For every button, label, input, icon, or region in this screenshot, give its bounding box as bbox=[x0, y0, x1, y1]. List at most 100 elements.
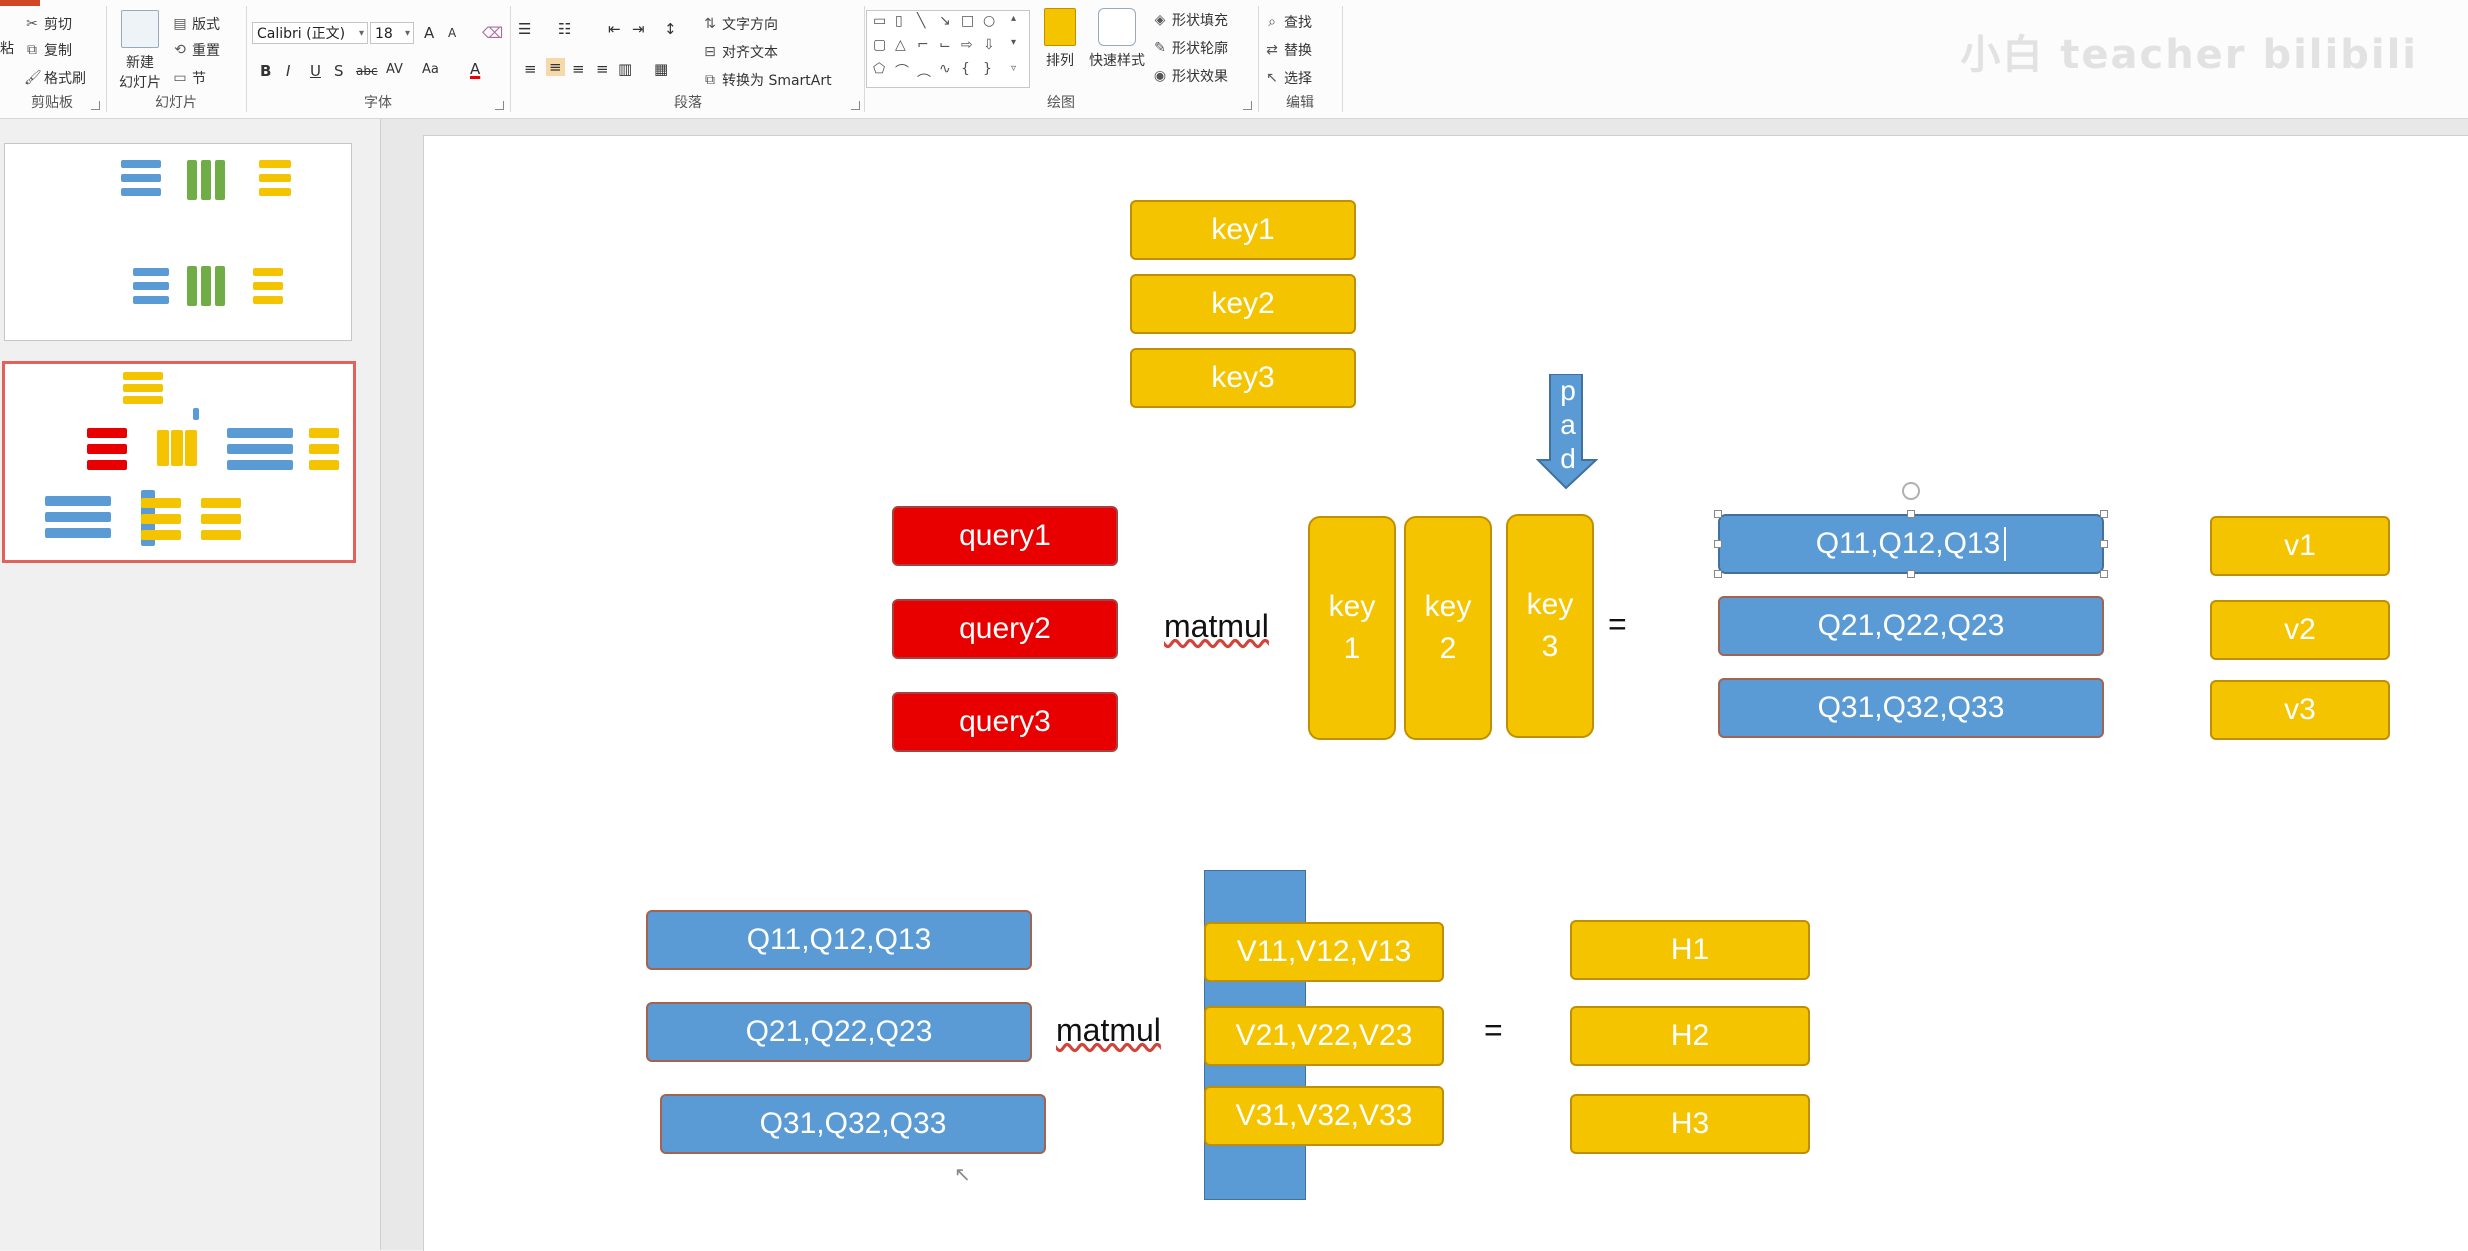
columns-icon[interactable]: ▦ bbox=[654, 60, 669, 78]
section-button[interactable]: ▭ 节 bbox=[172, 68, 206, 88]
resize-handle[interactable] bbox=[1714, 510, 1722, 518]
replace-button[interactable]: ⇄ 替换 bbox=[1264, 40, 1312, 60]
key-box[interactable]: key3 bbox=[1130, 348, 1356, 408]
resize-handle[interactable] bbox=[1907, 510, 1915, 518]
key-column[interactable]: key 1 bbox=[1308, 516, 1396, 740]
right-arrow-shape-icon[interactable]: ⇨ bbox=[961, 37, 973, 53]
curve-shape-icon[interactable]: ⌒ bbox=[895, 64, 909, 80]
font-launcher-icon[interactable] bbox=[495, 101, 504, 110]
right-brace-shape-icon[interactable]: } bbox=[983, 61, 992, 77]
query-box[interactable]: query2 bbox=[892, 599, 1118, 659]
rounded-rect-shape-icon[interactable]: ▢ bbox=[873, 37, 887, 53]
key-column[interactable]: key 3 bbox=[1506, 514, 1594, 738]
value-box[interactable]: v3 bbox=[2210, 680, 2390, 740]
increase-indent-icon[interactable]: ⇥ bbox=[632, 20, 645, 38]
quick-styles-button[interactable]: 快速样式 bbox=[1086, 8, 1148, 70]
textbox-shape-icon[interactable]: ▭ bbox=[873, 13, 887, 29]
shape-fill-button[interactable]: ◈ 形状填充 bbox=[1152, 10, 1228, 30]
underline-button[interactable]: U bbox=[310, 62, 321, 80]
bullets-icon[interactable]: ☰ bbox=[518, 20, 532, 38]
v-row-box[interactable]: V11,V12,V13 bbox=[1204, 922, 1444, 982]
wave-shape-icon[interactable]: ∿ bbox=[939, 61, 951, 77]
bold-button[interactable]: B bbox=[260, 62, 272, 80]
layout-button[interactable]: ▤ 版式 bbox=[172, 14, 220, 34]
smartart-button[interactable]: ⧉ 转换为 SmartArt bbox=[702, 70, 832, 90]
q-result-box[interactable]: Q21,Q22,Q23 bbox=[1718, 596, 2104, 656]
shape-effects-button[interactable]: ◉ 形状效果 bbox=[1152, 66, 1228, 86]
v-row-box[interactable]: V21,V22,V23 bbox=[1204, 1006, 1444, 1066]
line-spacing-icon[interactable]: ↕ bbox=[664, 20, 677, 38]
slide-thumbnail-1[interactable] bbox=[4, 143, 352, 341]
rotate-handle-icon[interactable] bbox=[1902, 482, 1920, 500]
vtextbox-shape-icon[interactable]: ▯ bbox=[895, 13, 903, 29]
elbow-shape-icon[interactable]: ⌐ bbox=[917, 37, 929, 53]
rect-shape-icon[interactable]: □ bbox=[961, 13, 975, 29]
align-left-icon[interactable]: ≡ bbox=[524, 60, 537, 78]
q-bottom-box[interactable]: Q11,Q12,Q13 bbox=[646, 910, 1032, 970]
char-spacing-button[interactable]: AV bbox=[386, 62, 403, 77]
clear-format-icon[interactable]: ⌫ bbox=[482, 24, 504, 42]
v-row-box[interactable]: V31,V32,V33 bbox=[1204, 1086, 1444, 1146]
gallery-more-icon[interactable]: ▿ bbox=[1011, 63, 1017, 74]
head-box[interactable]: H1 bbox=[1570, 920, 1810, 980]
shapes-gallery[interactable]: ▭ ▯ ╲ ↘ □ ○ ▢ △ ⌐ ⌙ ⇨ ⇩ ⬠ ⌒ ︵ ∿ { } ▴ ▾ … bbox=[866, 10, 1030, 88]
value-box[interactable]: v2 bbox=[2210, 600, 2390, 660]
find-button[interactable]: ⌕ 查找 bbox=[1264, 12, 1312, 32]
reset-button[interactable]: ⟲ 重置 bbox=[172, 40, 220, 60]
query-box[interactable]: query3 bbox=[892, 692, 1118, 752]
format-painter-button[interactable]: 🖌 格式刷 bbox=[24, 68, 86, 88]
matmul-label[interactable]: matmul bbox=[1056, 1012, 1161, 1048]
pentagon-shape-icon[interactable]: ⬠ bbox=[873, 61, 886, 77]
head-box[interactable]: H3 bbox=[1570, 1094, 1810, 1154]
q-bottom-box[interactable]: Q21,Q22,Q23 bbox=[646, 1002, 1032, 1062]
oval-shape-icon[interactable]: ○ bbox=[983, 13, 996, 29]
q-result-box[interactable]: Q31,Q32,Q33 bbox=[1718, 678, 2104, 738]
matmul-label[interactable]: matmul bbox=[1164, 608, 1269, 644]
arc-shape-icon[interactable]: ︵ bbox=[917, 64, 931, 80]
resize-handle[interactable] bbox=[2100, 570, 2108, 578]
copy-button[interactable]: ⧉ 复制 bbox=[24, 40, 72, 60]
resize-handle[interactable] bbox=[2100, 510, 2108, 518]
down-arrow-shape-icon[interactable]: ⇩ bbox=[983, 37, 995, 53]
current-slide[interactable]: key1 key2 key3 p a d query1 query2 query… bbox=[423, 135, 2468, 1251]
grow-font-button[interactable]: A bbox=[424, 24, 435, 42]
align-right-icon[interactable]: ≡ bbox=[572, 60, 585, 78]
value-box[interactable]: v1 bbox=[2210, 516, 2390, 576]
query-box[interactable]: query1 bbox=[892, 506, 1118, 566]
resize-handle[interactable] bbox=[2100, 540, 2108, 548]
justify-icon[interactable]: ≡ bbox=[596, 60, 609, 78]
head-box[interactable]: H2 bbox=[1570, 1006, 1810, 1066]
paragraph-launcher-icon[interactable] bbox=[851, 101, 860, 110]
font-name-select[interactable]: Calibri (正文)▾ bbox=[252, 22, 368, 44]
text-direction-button[interactable]: ⇅ 文字方向 bbox=[702, 14, 778, 34]
q-result-box-selected[interactable]: Q11,Q12,Q13 bbox=[1718, 514, 2104, 574]
shrink-font-button[interactable]: A bbox=[448, 26, 457, 40]
gallery-down-icon[interactable]: ▾ bbox=[1011, 37, 1017, 48]
numbering-icon[interactable]: ☷ bbox=[558, 20, 572, 38]
key-box[interactable]: key1 bbox=[1130, 200, 1356, 260]
gallery-up-icon[interactable]: ▴ bbox=[1011, 13, 1017, 24]
decrease-indent-icon[interactable]: ⇤ bbox=[608, 20, 621, 38]
left-brace-shape-icon[interactable]: { bbox=[961, 61, 970, 77]
q-bottom-box[interactable]: Q31,Q32,Q33 bbox=[660, 1094, 1046, 1154]
clipboard-launcher-icon[interactable] bbox=[91, 101, 100, 110]
paste-button[interactable]: 粘 bbox=[0, 38, 14, 58]
font-color-button[interactable]: A bbox=[470, 60, 481, 78]
align-center-icon[interactable]: ≡ bbox=[546, 58, 565, 76]
connector-shape-icon[interactable]: ⌙ bbox=[939, 37, 951, 53]
resize-handle[interactable] bbox=[1714, 540, 1722, 548]
change-case-button[interactable]: Aa bbox=[422, 62, 439, 77]
strikethrough-button[interactable]: abc bbox=[356, 64, 378, 78]
shape-outline-button[interactable]: ✎ 形状轮廓 bbox=[1152, 38, 1228, 58]
arrange-button[interactable]: 排列 bbox=[1036, 8, 1084, 70]
italic-button[interactable]: I bbox=[286, 62, 291, 80]
distributed-icon[interactable]: ▥ bbox=[618, 60, 633, 78]
slide-thumbnail-panel[interactable] bbox=[0, 119, 381, 1250]
arrow-line-shape-icon[interactable]: ↘ bbox=[939, 13, 951, 29]
align-text-button[interactable]: ⊟ 对齐文本 bbox=[702, 42, 778, 62]
triangle-shape-icon[interactable]: △ bbox=[895, 37, 906, 53]
slide-thumbnail-2[interactable] bbox=[2, 361, 356, 563]
key-column[interactable]: key 2 bbox=[1404, 516, 1492, 740]
key-box[interactable]: key2 bbox=[1130, 274, 1356, 334]
pad-down-arrow-icon[interactable] bbox=[1536, 374, 1598, 490]
